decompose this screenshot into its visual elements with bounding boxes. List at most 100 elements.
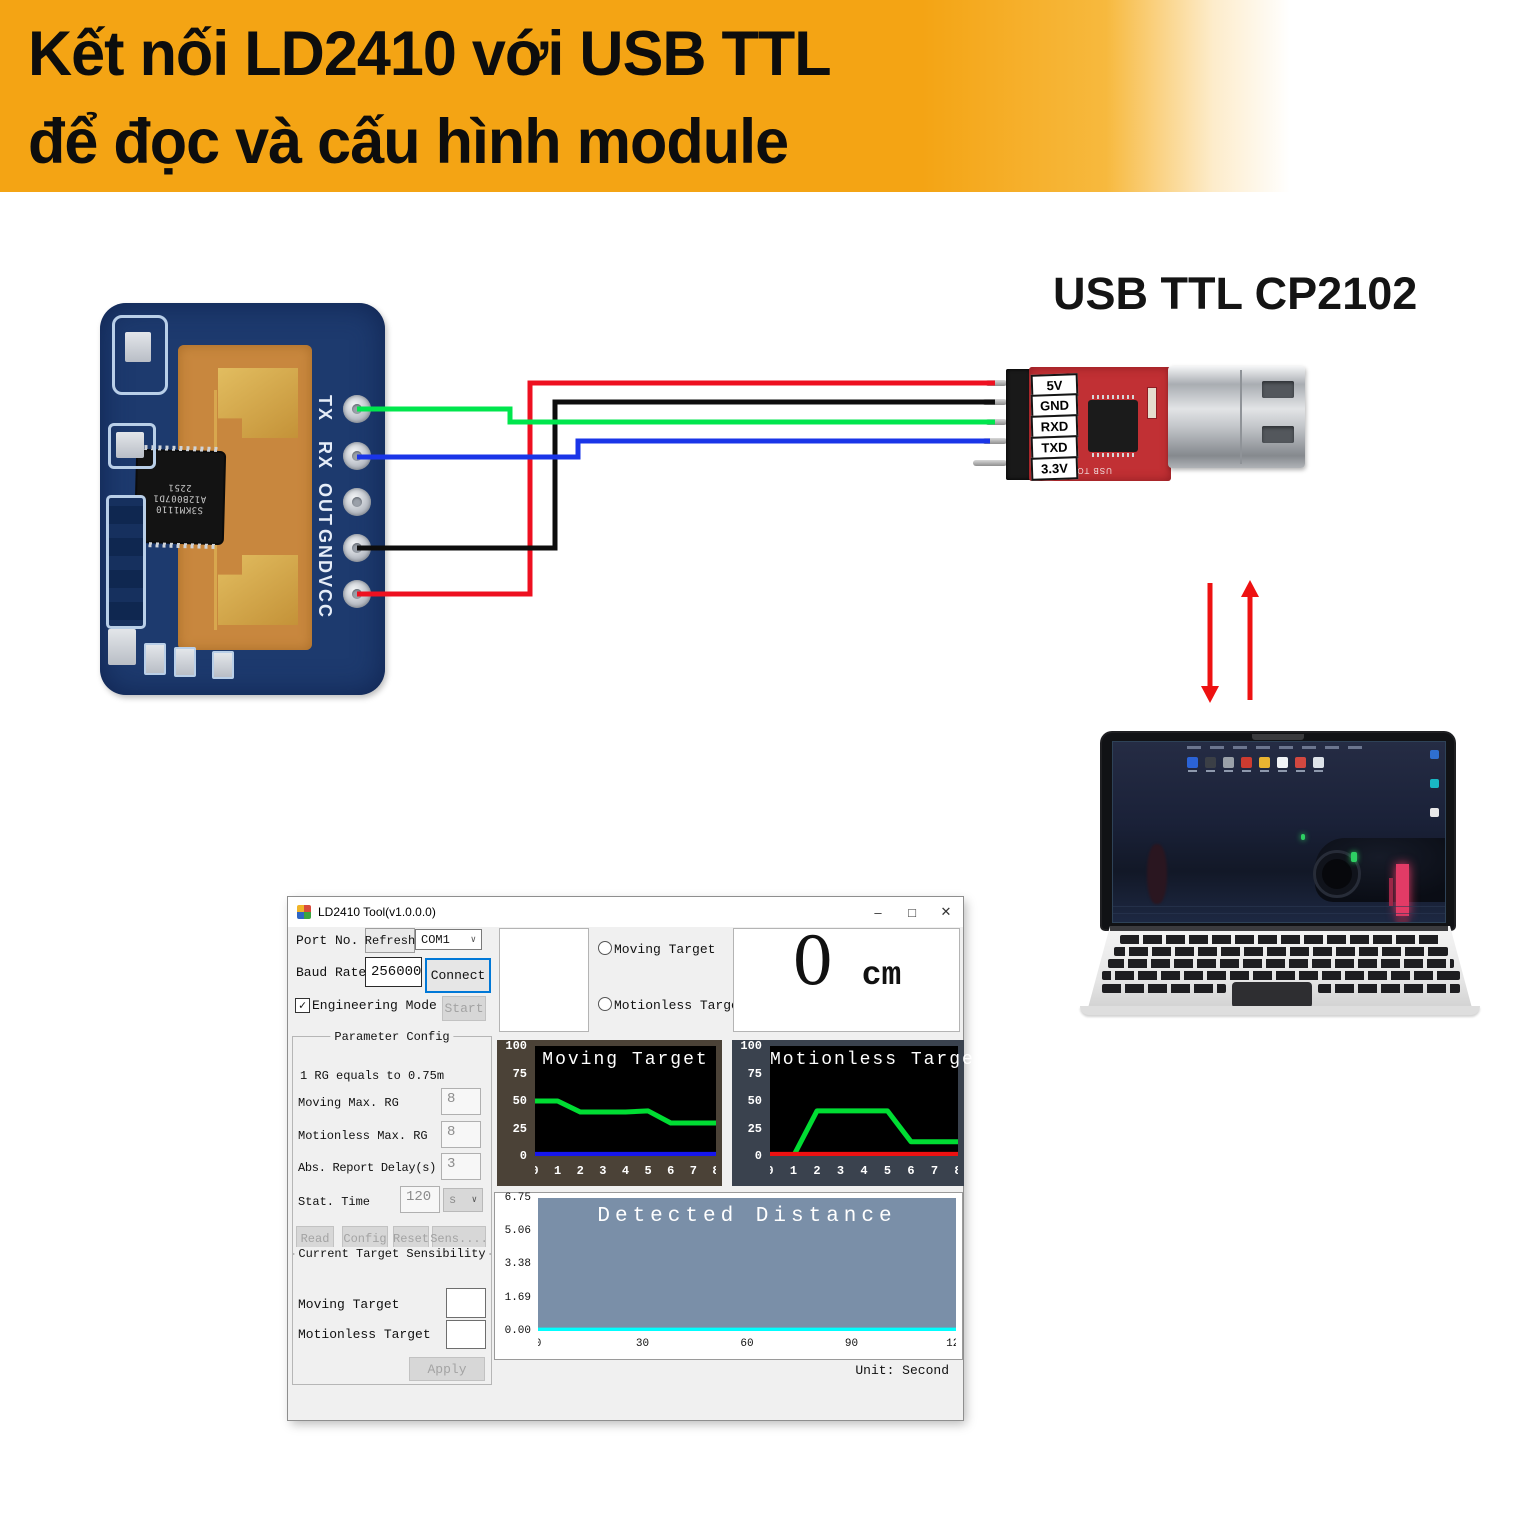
usb-ttl-heading: USB TTL CP2102 (1053, 268, 1418, 319)
adapter-pin-header (1006, 369, 1031, 480)
usb-slot (1262, 426, 1294, 443)
laptop-trackpad[interactable] (1232, 982, 1312, 1008)
sens-moving-input[interactable] (446, 1288, 486, 1318)
laptop-wallpaper (1112, 741, 1446, 923)
laptop-bottom-edge (1080, 1006, 1480, 1015)
baud-label: Baud Rate (296, 965, 367, 980)
moving-target-radio[interactable] (598, 941, 612, 955)
distance-chart-title: Detected Distance (597, 1205, 897, 1228)
com-port-select[interactable]: COM1 ∨ (415, 929, 482, 950)
distance-chart-x-axis: 0306090120 (538, 1338, 956, 1350)
motionless-target-radio[interactable] (598, 997, 612, 1011)
refresh-button[interactable]: Refresh (365, 928, 415, 953)
window-titlebar[interactable]: LD2410 Tool(v1.0.0.0) – □ ✕ (288, 897, 963, 927)
wire-tx-green (357, 406, 995, 425)
motionless-max-value: 8 (447, 1124, 456, 1140)
chevron-down-icon: ∨ (471, 1195, 477, 1205)
moving-max-input[interactable]: 8 (441, 1088, 481, 1115)
distance-readout-panel: 0 cm (733, 928, 960, 1032)
motionless-chart-title: Motionless Target (770, 1050, 988, 1070)
port-label: Port No. (296, 933, 359, 948)
report-delay-input[interactable]: 3 (441, 1153, 481, 1180)
sens-motionless-label: Motionless Target (298, 1327, 431, 1342)
wallpaper-floor-line (1113, 913, 1445, 914)
parameter-config-group: Parameter Config (292, 1030, 492, 1255)
keyboard-row (1102, 984, 1226, 993)
connect-button[interactable]: Connect (425, 958, 491, 993)
capacitor-component (108, 423, 156, 469)
stat-time-unit-select[interactable]: s ∨ (443, 1188, 483, 1212)
module-pin-label-vcc: VCC (315, 575, 335, 620)
moving-chart-title: Moving Target (542, 1050, 709, 1070)
start-button[interactable]: Start (442, 996, 486, 1021)
baud-input[interactable]: 256000 (365, 957, 422, 987)
rg-note: 1 RG equals to 0.75m (300, 1069, 445, 1083)
report-delay-value: 3 (447, 1156, 456, 1172)
antenna-patch-bottom (218, 555, 298, 625)
data-flow-arrow-up (1241, 580, 1259, 700)
module-pin-label-gnd: GND (315, 529, 335, 575)
config-button[interactable]: Config (342, 1226, 388, 1251)
keyboard-row (1102, 971, 1460, 980)
report-delay-label: Abs. Report Delay(s) (298, 1161, 437, 1175)
motionless-max-input[interactable]: 8 (441, 1121, 481, 1148)
module-pad-gnd (343, 534, 371, 562)
banner-title-line1: Kết nối LD2410 với USB TTL (28, 19, 832, 89)
chevron-down-icon: ∨ (470, 934, 476, 945)
maximize-button[interactable]: □ (908, 904, 916, 920)
motionless-energy (770, 1111, 958, 1156)
led-component (112, 315, 168, 395)
banner-title-line2: để đọc và cấu hình module (28, 107, 789, 177)
keyboard-row (1108, 959, 1454, 968)
smd-component (174, 647, 196, 677)
chip-line3: 2251 (168, 481, 193, 492)
engineering-mode-checkbox[interactable]: ✓ (295, 998, 310, 1013)
wallpaper-pink-light (1389, 878, 1393, 906)
usb-connector (1168, 366, 1305, 468)
detected-distance-chart: Detected Distance 6.755.063.381.690.00 0… (494, 1192, 963, 1360)
sens-button[interactable]: Sens.... (430, 1226, 488, 1251)
title-banner: Kết nối LD2410 với USB TTL để đọc và cấu… (0, 0, 1536, 192)
distance-unit: cm (861, 957, 902, 994)
engineering-mode-label: Engineering Mode (312, 998, 437, 1013)
chip-line2: A12B007D1 (153, 491, 207, 504)
unit-note: Unit: Second (855, 1363, 949, 1378)
stat-time-input[interactable]: 120 (400, 1186, 440, 1213)
wallpaper-pink-light (1396, 864, 1409, 916)
sensibility-group: Current Target Sensibility (292, 1247, 492, 1385)
wallpaper-floor-line (1113, 906, 1445, 907)
sens-motionless-input[interactable] (446, 1320, 486, 1349)
data-flow-arrow-down (1201, 583, 1219, 703)
adapter-smd (1147, 387, 1157, 419)
sens-moving-label: Moving Target (298, 1297, 400, 1312)
adapter-pin-rxd (985, 419, 1007, 425)
minimize-button[interactable]: – (874, 904, 882, 920)
wire-rx-blue (357, 438, 990, 460)
close-button[interactable]: ✕ (940, 904, 952, 919)
distance-value: 0 (791, 923, 834, 1000)
app-icon (297, 905, 311, 919)
stat-time-unit: s (449, 1193, 457, 1207)
module-pad-vcc (343, 580, 371, 608)
ld2410-tool-window: LD2410 Tool(v1.0.0.0) – □ ✕ Port No. Ref… (288, 897, 988, 1420)
apply-button[interactable]: Apply (409, 1357, 485, 1381)
usb-seam (1240, 370, 1242, 464)
adapter-pin-5v (985, 380, 1007, 386)
desktop-icon-row (1187, 757, 1324, 772)
module-pin-label-out: OUT (315, 483, 335, 527)
module-pad-tx (343, 395, 371, 423)
wallpaper-pink-reflection (1396, 918, 1409, 922)
module-pin-label-tx: TX (315, 395, 335, 423)
check-icon: ✓ (298, 998, 307, 1013)
stat-time-value: 120 (406, 1189, 432, 1205)
wallpaper-neon (1301, 834, 1305, 840)
read-button[interactable]: Read (296, 1226, 334, 1251)
smd-component (108, 629, 136, 665)
chip-line1: S3KM1110 (155, 502, 204, 515)
cp2102-chip (1088, 395, 1138, 457)
